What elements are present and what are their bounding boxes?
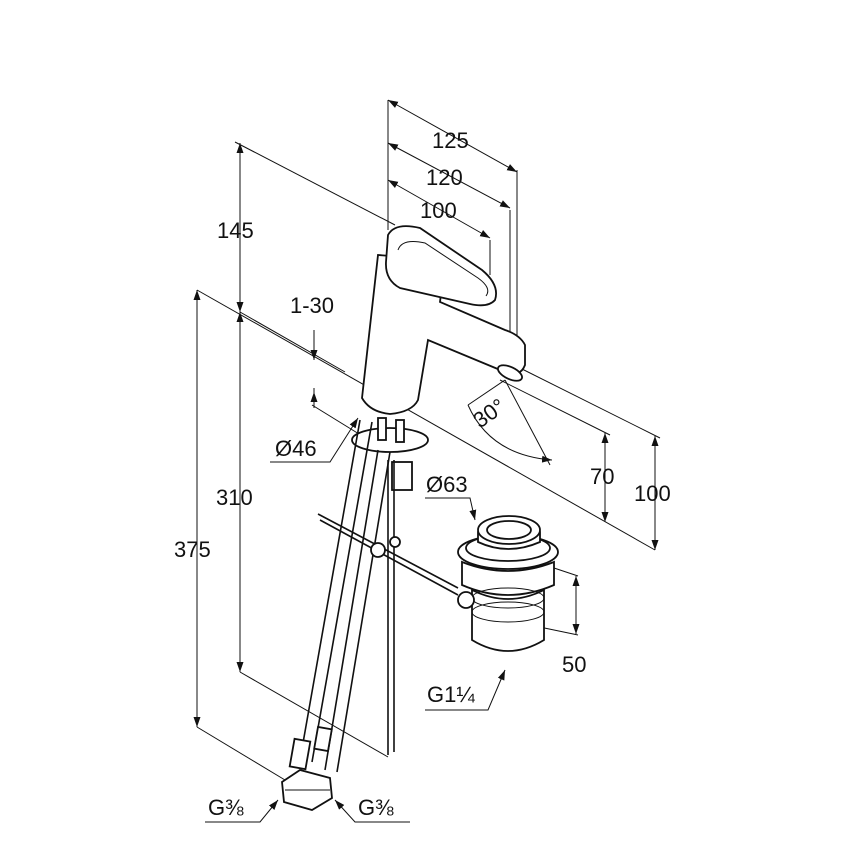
dim-label-50: 50 (562, 652, 586, 677)
pop-up-drain (457, 515, 559, 652)
angle-arc-30 (467, 404, 553, 463)
dim-label-d63: Ø63 (426, 472, 468, 497)
dim-label-100-top: 100 (420, 198, 457, 223)
dim-label-30deg: 30° (468, 393, 510, 433)
dim-label-g114: G1¼ (427, 682, 475, 707)
faucet (281, 225, 526, 811)
dim-label-375: 375 (174, 537, 211, 562)
dim-label-70: 70 (590, 464, 614, 489)
supply-hose-left (299, 419, 361, 761)
leader-g38-left (205, 799, 279, 823)
dim-line-100-top (387, 179, 491, 239)
base-ring (351, 427, 429, 453)
dim-label-d46: Ø46 (275, 436, 317, 461)
dimension-lines (193, 99, 659, 823)
dim-label-1-30: 1-30 (290, 293, 334, 318)
leader-63 (425, 497, 477, 521)
mount-nut (391, 461, 413, 491)
supply-hose-right (324, 449, 379, 771)
dim-label-120: 120 (426, 165, 463, 190)
dim-label-g38-left: G⅜ (208, 795, 244, 820)
dimension-labels: 125 120 100 145 1-30 310 375 Ø46 Ø63 30°… (174, 128, 671, 820)
leader-g38-right (334, 799, 410, 823)
leader-g114 (425, 669, 506, 711)
dim-label-310: 310 (216, 485, 253, 510)
dim-label-100-right: 100 (634, 481, 671, 506)
aerator (497, 364, 523, 382)
dim-label-145: 145 (217, 218, 254, 243)
dim-label-g38-right: G⅜ (358, 795, 394, 820)
dim-label-125: 125 (432, 128, 469, 153)
lever-handle (385, 225, 497, 307)
pull-rod (317, 513, 459, 589)
leader-46 (270, 417, 359, 463)
